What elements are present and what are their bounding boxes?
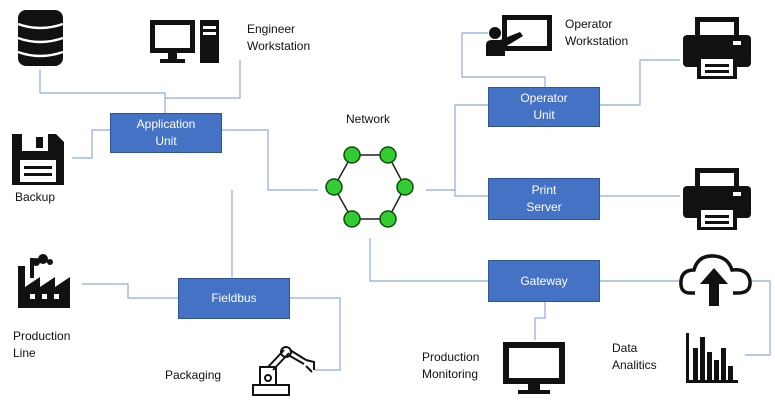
engineer-workstation-label: Engineer Workstation xyxy=(247,22,311,53)
packaging-label: Packaging xyxy=(165,368,222,382)
production-monitoring-label: Production Monitoring xyxy=(422,350,480,381)
floppy-disk-icon xyxy=(12,134,64,185)
database-icon xyxy=(17,10,64,66)
printer-icon xyxy=(683,168,751,230)
cloud-upload-icon xyxy=(679,254,752,306)
network-hexagon-icon xyxy=(325,146,414,228)
wire-productionline-fieldbus xyxy=(82,283,178,299)
bar-chart-icon xyxy=(686,333,738,383)
wire-application-network xyxy=(222,129,318,191)
presentation-board-icon xyxy=(486,15,552,56)
wire-gateway-monitoring xyxy=(534,302,546,340)
wire-network-gateway xyxy=(369,238,488,282)
printer-icon xyxy=(683,17,751,79)
robot-arm-icon xyxy=(252,346,315,396)
fieldbus-node: Fieldbus xyxy=(178,278,290,319)
operator-workstation-label: Operator Workstation xyxy=(565,17,629,48)
factory-icon xyxy=(18,254,70,308)
wire-fieldbus-packaging xyxy=(290,297,341,371)
monitor-icon xyxy=(503,342,565,394)
wire-database-application xyxy=(39,70,166,113)
backup-label: Backup xyxy=(15,190,56,204)
gateway-node: Gateway xyxy=(488,260,600,302)
wire-operatorunit-printer xyxy=(600,59,680,106)
data-analitics-label: Data Analitics xyxy=(612,341,657,372)
wire-network-operator xyxy=(426,104,488,191)
wire-backup-application xyxy=(72,129,110,159)
network-label: Network xyxy=(346,112,391,126)
wire-opworkstation-operatorunit xyxy=(461,32,546,87)
print-server-node: Print Server xyxy=(488,178,600,220)
wire-cloud-analytics xyxy=(745,280,771,356)
desktop-computer-icon xyxy=(150,20,219,63)
wire-network-print xyxy=(454,190,488,197)
application-unit-node: Application Unit xyxy=(110,113,222,153)
wire-engineer-application xyxy=(165,60,241,99)
production-line-label: Production Line xyxy=(13,329,71,360)
operator-unit-node: Operator Unit xyxy=(488,87,600,127)
